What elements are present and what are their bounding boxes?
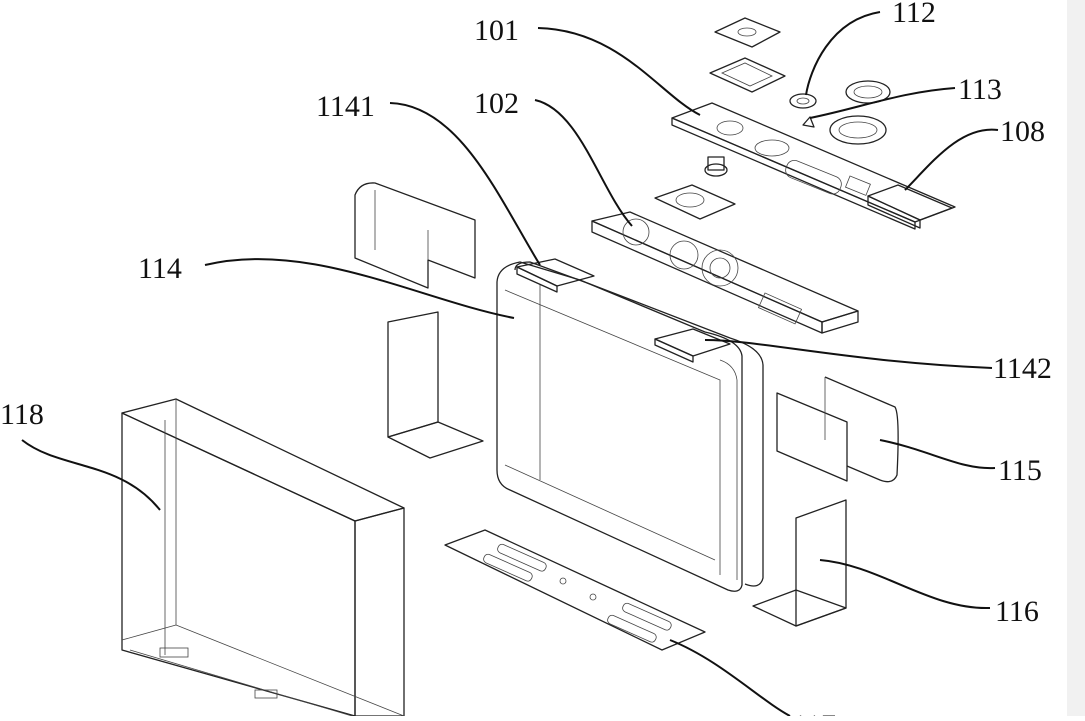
leader-114	[204, 258, 515, 319]
label-114: 114	[138, 252, 182, 285]
leader-113	[809, 87, 956, 119]
label-108: 108	[1000, 115, 1045, 148]
label-117: 117	[792, 709, 836, 716]
leader-108	[904, 128, 999, 191]
leader-112	[805, 11, 881, 96]
top-cover-101	[671, 102, 956, 230]
label-112: 112	[892, 0, 936, 29]
label-115: 115	[998, 454, 1042, 487]
leader-lines	[21, 11, 999, 717]
corner-wrap-115	[776, 376, 899, 483]
side-wrap-lower-left	[387, 311, 484, 459]
label-101: 101	[474, 14, 519, 47]
insulator-bracket-102	[591, 156, 859, 334]
leader-116	[819, 559, 991, 610]
label-1142: 1142	[993, 352, 1052, 385]
label-102: 102	[474, 87, 519, 120]
cell-core-114	[496, 258, 764, 592]
leader-101	[537, 27, 701, 116]
bottom-plate-117	[444, 529, 706, 651]
leader-1141	[389, 102, 541, 266]
reference-labels: 101 112 113 108 1141 102 114 1142 115 11…	[0, 0, 1052, 721]
seal-parts-112-113	[709, 17, 891, 145]
leader-1142	[704, 339, 993, 369]
leader-118	[21, 439, 161, 511]
label-118: 118	[0, 398, 44, 431]
corner-wrap-116	[752, 499, 847, 627]
leader-115	[879, 439, 996, 470]
leader-102	[534, 99, 633, 227]
scrollbar[interactable]	[1067, 0, 1085, 716]
leader-117	[669, 639, 791, 717]
label-113: 113	[958, 73, 1002, 106]
outer-shell-118	[121, 398, 405, 717]
label-1141: 1141	[316, 90, 375, 123]
side-wrap-upper-left	[354, 182, 476, 289]
label-116: 116	[995, 595, 1039, 628]
